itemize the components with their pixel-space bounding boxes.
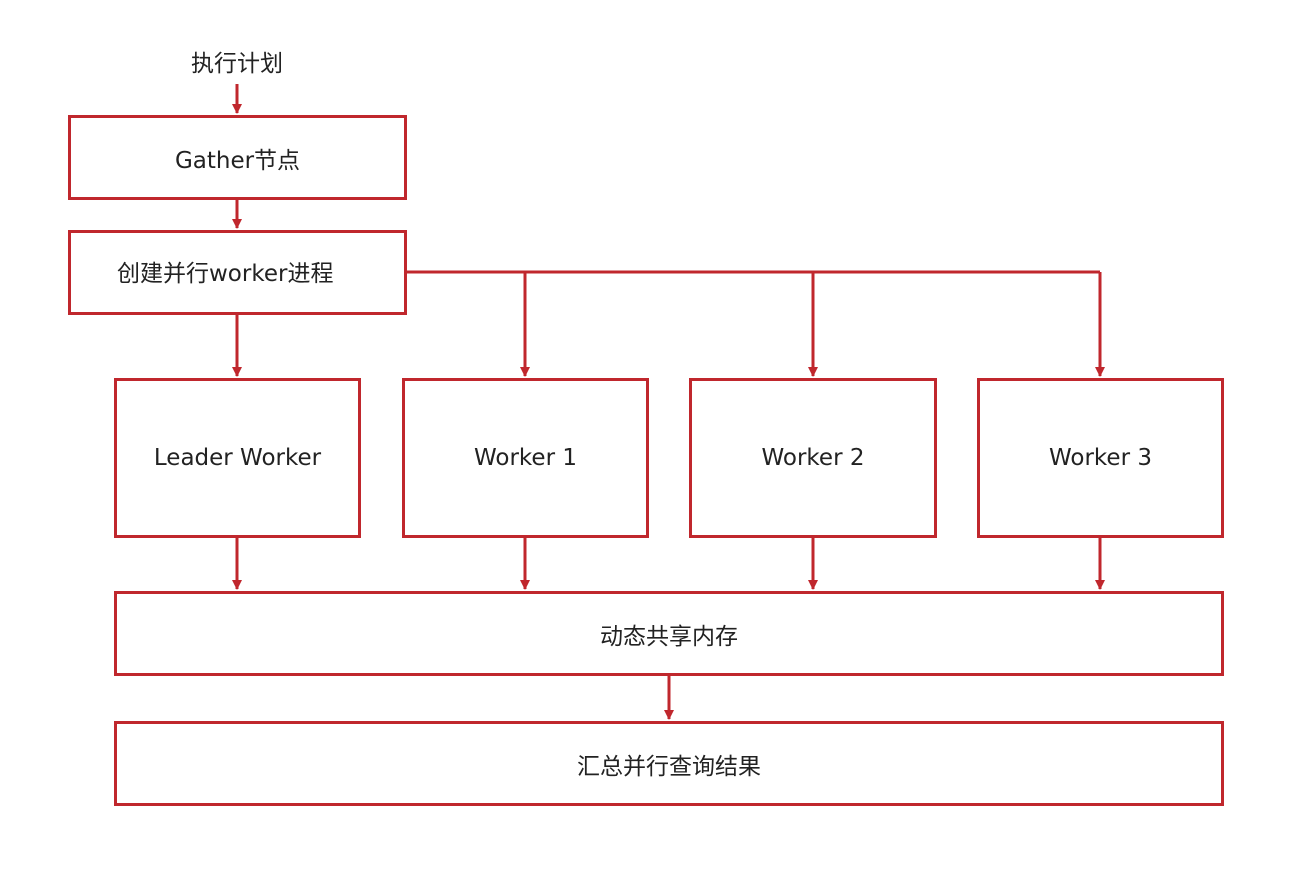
worker-1-label: Worker 1 xyxy=(474,445,577,471)
shared-memory-label: 动态共享内存 xyxy=(600,623,738,650)
create-workers-box: 创建并行worker进程 xyxy=(68,230,407,315)
aggregate-result-box: 汇总并行查询结果 xyxy=(114,721,1224,806)
gather-node-label: Gather节点 xyxy=(174,147,301,174)
leader-worker-label: Leader Worker xyxy=(153,445,322,471)
execution-plan-label: 执行计划 xyxy=(191,51,283,77)
aggregate-result-label: 汇总并行查询结果 xyxy=(577,753,761,780)
worker-3-label: Worker 3 xyxy=(1049,445,1152,471)
shared-memory-box: 动态共享内存 xyxy=(114,591,1224,676)
worker-2-box: Worker 2 xyxy=(689,378,937,538)
worker-1-box: Worker 1 xyxy=(402,378,649,538)
leader-worker-box: Leader Worker xyxy=(114,378,361,538)
worker-2-label: Worker 2 xyxy=(761,445,865,471)
worker-3-box: Worker 3 xyxy=(977,378,1224,538)
create-workers-label: 创建并行worker进程 xyxy=(117,260,334,287)
gather-node-box: Gather节点 xyxy=(68,115,407,200)
